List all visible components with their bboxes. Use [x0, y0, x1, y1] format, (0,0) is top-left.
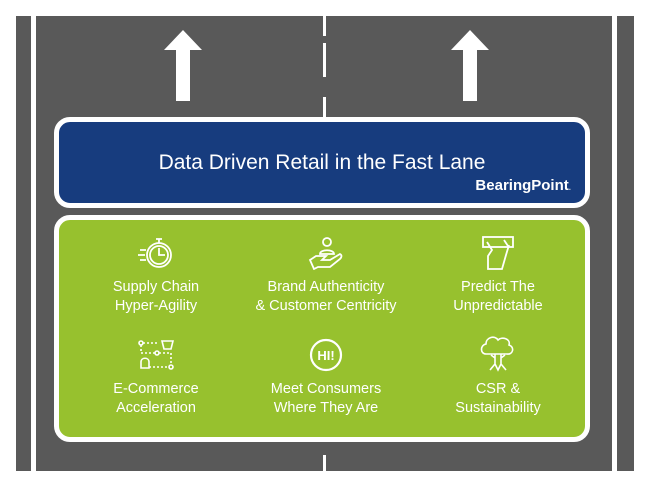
topic-label-line2: & Customer Centricity [255, 298, 397, 314]
topics-panel [54, 215, 590, 442]
svg-text:HI!: HI! [317, 348, 334, 363]
lane-dash [323, 455, 326, 471]
page-title: Data Driven Retail in the Fast Lane [158, 151, 486, 174]
road-edge-line-left [31, 16, 36, 471]
title-sign: Data Driven Retail in the Fast Lane Bear… [54, 117, 590, 208]
brand-mark: . [568, 183, 571, 192]
lane-dash [323, 97, 326, 117]
tree-icon [480, 336, 514, 372]
topic-label-line2: Hyper-Agility [114, 298, 198, 314]
topic-label-line2: Acceleration [116, 400, 196, 416]
basket-network-icon [138, 340, 174, 370]
topic-label-line1: Meet Consumers [270, 381, 382, 397]
hand-person-icon [308, 237, 343, 270]
topic-label-line1: Predict The [461, 279, 535, 295]
brand-name: BearingPoint [475, 177, 569, 194]
topic-ecommerce: E-Commerce Acceleration [71, 338, 241, 418]
topic-label-line2: Unpredictable [453, 298, 543, 314]
topic-csr: CSR & Sustainability [413, 334, 583, 418]
hi-bubble-icon: HI! [309, 338, 343, 372]
topic-predict: Predict The Unpredictable [413, 236, 583, 316]
topic-supply-chain: Supply Chain Hyper-Agility [71, 236, 241, 316]
topic-label-line1: E-Commerce [113, 381, 199, 397]
stopwatch-icon [138, 238, 172, 268]
topic-label-line1: Brand Authenticity [267, 279, 385, 295]
road-edge-line-right [612, 16, 617, 471]
topic-label-line2: Sustainability [455, 400, 541, 416]
topic-meet-consumers: HI! Meet Consumers Where They Are [241, 338, 411, 418]
topic-label-line2: Where They Are [273, 400, 379, 416]
arrow-up-icon [164, 30, 202, 101]
lane-dash [323, 43, 326, 77]
topic-brand-authenticity: Brand Authenticity & Customer Centricity [241, 236, 411, 316]
lane-dash [323, 16, 326, 36]
topic-label-line1: CSR & [475, 381, 521, 397]
hands-data-icon [482, 236, 514, 270]
brand-logo: BearingPoint. [475, 177, 571, 194]
topic-label-line1: Supply Chain [112, 279, 200, 295]
arrow-up-icon [451, 30, 489, 101]
